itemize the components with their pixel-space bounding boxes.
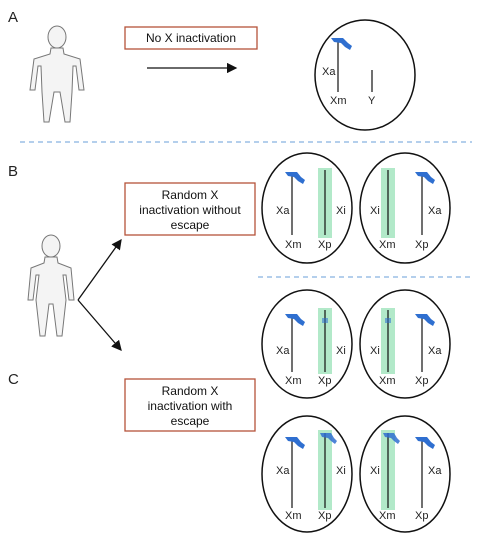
box-b-line2: inactivation without [139,203,241,217]
label-xp: Xp [415,510,428,522]
label-xp: Xp [318,510,331,522]
label-xm: Xm [330,95,347,107]
panel-label-b: B [8,163,18,180]
box-random-with-escape [124,378,256,432]
xist-active-marker [415,437,435,449]
label-xp: Xp [318,239,331,251]
cell-c4: Xi Xa Xm Xp [359,415,451,533]
box-c-line1: Random X [162,384,219,398]
escape-marker [383,433,400,444]
xist-active-marker [331,38,352,50]
label-xp: Xp [415,239,428,251]
xist-active-marker [415,314,435,326]
box-no-x-inactivation [124,26,258,50]
label-xa: Xa [322,66,336,78]
escape-marker [385,318,391,323]
xist-active-marker [285,314,305,326]
label-xa: Xa [276,465,290,477]
label-xp: Xp [415,375,428,387]
label-xi: Xi [336,205,346,217]
xist-active-marker [285,172,305,184]
label-xm: Xm [379,239,396,251]
cell-b2: Xi Xa Xm Xp [359,152,451,264]
escape-marker [320,433,337,444]
cell-c3: Xa Xi Xm Xp [261,415,353,533]
label-xm: Xm [379,510,396,522]
female-figure-icon [27,234,75,337]
label-xi: Xi [370,345,380,357]
xist-active-marker [415,172,435,184]
box-c-line2: inactivation with [148,399,233,413]
escape-marker [322,318,328,323]
cell-b1: Xa Xi Xm Xp [261,152,353,264]
label-xp: Xp [318,375,331,387]
box-b-line3: escape [171,218,210,232]
cell-a: Xa Xm Y [314,19,416,131]
label-xm: Xm [285,239,302,251]
label-xa: Xa [276,205,290,217]
label-xm: Xm [285,510,302,522]
box-b-line1: Random X [162,188,219,202]
box-a-text: No X inactivation [146,31,236,45]
label-xi: Xi [370,465,380,477]
box-random-without-escape [124,182,256,236]
label-xm: Xm [285,375,302,387]
panel-label-a: A [8,9,18,26]
label-xa: Xa [428,205,442,217]
label-xa: Xa [428,465,442,477]
xist-active-marker [285,437,305,449]
label-y: Y [368,95,376,107]
label-xa: Xa [276,345,290,357]
box-c-line3: escape [171,414,210,428]
arrow-to-b [77,238,122,301]
cell-c1: Xa Xi Xm Xp [261,289,353,399]
arrow-to-c [77,299,122,351]
panel-label-c: C [8,371,19,388]
label-xi: Xi [370,205,380,217]
label-xi: Xi [336,345,346,357]
label-xa: Xa [428,345,442,357]
male-figure-icon [29,25,85,123]
label-xm: Xm [379,375,396,387]
label-xi: Xi [336,465,346,477]
cell-c2: Xi Xa Xm Xp [359,289,451,399]
